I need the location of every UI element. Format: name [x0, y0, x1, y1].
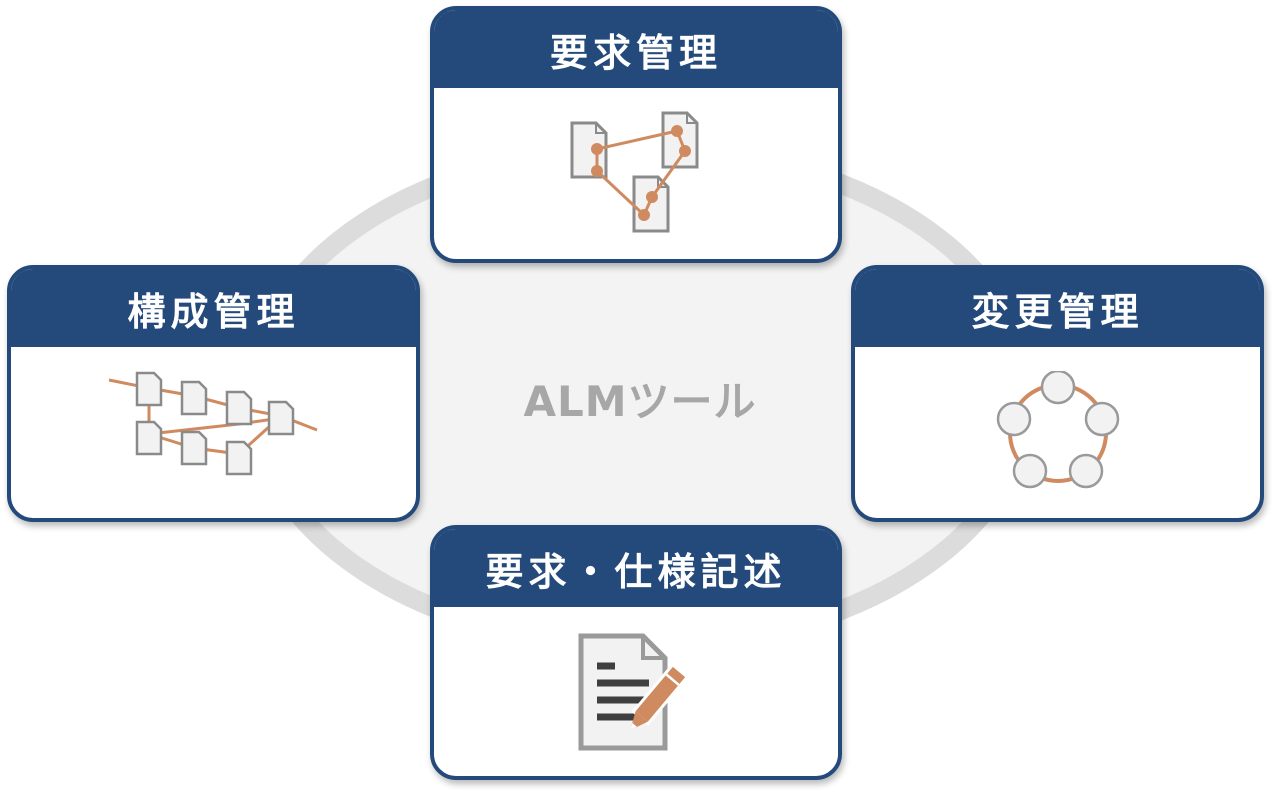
requirements-management-card[interactable]: 要求管理: [430, 6, 842, 263]
requirements-spec-card[interactable]: 要求・仕様記述: [430, 525, 842, 780]
card-body: [434, 607, 838, 776]
document-edit-icon: [578, 633, 690, 750]
linked-documents-icon: [570, 111, 699, 232]
card-title: 要求・仕様記述: [434, 529, 838, 607]
card-body: [11, 347, 416, 518]
center-label: ALMツール: [523, 376, 757, 426]
card-title: 変更管理: [855, 269, 1260, 347]
card-title: 構成管理: [11, 269, 416, 347]
card-title: 要求管理: [434, 10, 838, 88]
card-body: [855, 347, 1260, 518]
cycle-circles-icon: [996, 370, 1119, 488]
document-network-icon: [108, 371, 318, 475]
card-body: [434, 88, 838, 259]
configuration-management-card[interactable]: 構成管理: [7, 265, 420, 522]
change-management-card[interactable]: 変更管理: [851, 265, 1264, 522]
